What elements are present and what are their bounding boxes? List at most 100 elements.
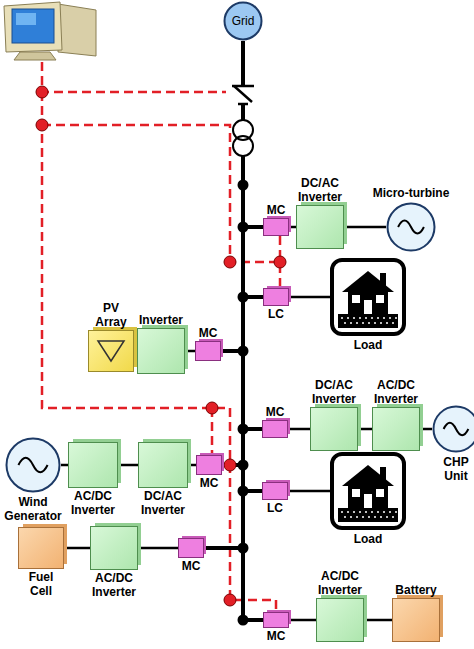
ground-dot	[395, 317, 397, 319]
ground-dot	[380, 322, 382, 324]
control-node-dot	[224, 459, 236, 471]
transformer-symbol	[233, 136, 253, 156]
house-part	[348, 485, 388, 508]
house-part	[376, 489, 384, 497]
ground-dot	[353, 511, 355, 513]
ground-dot	[344, 322, 346, 324]
load-icon: Load	[330, 452, 406, 530]
wire-connector	[289, 619, 316, 622]
ground-dot	[341, 511, 343, 513]
node-label: MC	[176, 559, 206, 573]
pv-symbol-stroke	[98, 341, 124, 361]
ground-dot	[380, 516, 382, 518]
control-node-dot	[206, 402, 218, 414]
node-label: MC	[193, 326, 223, 340]
control-node-dot	[224, 256, 236, 268]
node-label: PV Array	[91, 301, 131, 329]
ground-dot	[365, 511, 367, 513]
inverter-box: DC/AC Inverter	[296, 205, 344, 249]
control-node-dot	[224, 594, 236, 606]
house-part	[380, 467, 386, 480]
computer-icon	[12, 9, 54, 43]
sine-wave	[444, 423, 469, 435]
house-part	[348, 291, 388, 314]
node-label: DC/AC Inverter	[133, 489, 193, 517]
ground-dot	[362, 322, 364, 324]
house-part	[364, 300, 372, 314]
pv-symbol	[89, 331, 133, 371]
node-label: AC/DC Inverter	[366, 378, 426, 406]
ground-dot	[383, 317, 385, 319]
ground-dot	[368, 322, 370, 324]
house-part	[352, 295, 360, 303]
ground-dot	[344, 516, 346, 518]
controller-box: MC	[196, 455, 222, 475]
bus-junction-dot	[238, 346, 249, 357]
wire-connector	[138, 547, 178, 550]
inverter-box: AC/DC Inverter	[316, 598, 364, 642]
wire-connector	[64, 547, 90, 550]
ground-dot	[359, 511, 361, 513]
bus-junction-dot	[238, 460, 249, 471]
node-label: AC/DC Inverter	[84, 571, 144, 599]
node-label: Wind Generator	[0, 495, 68, 523]
grid-circle: Grid	[223, 1, 263, 41]
inverter-box: AC/DC Inverter	[68, 442, 118, 488]
ground-dot	[347, 317, 349, 319]
node-label: MC	[261, 203, 291, 217]
ground-dot	[350, 516, 352, 518]
node-label: AC/DC Inverter	[63, 489, 123, 517]
bus-line	[204, 546, 243, 550]
bus-junction-dot	[238, 180, 249, 191]
computer-icon	[4, 2, 96, 60]
ground-dot	[359, 317, 361, 319]
controller-box: MC	[178, 538, 204, 558]
circle-outline	[7, 439, 60, 492]
wire-connector	[288, 428, 310, 431]
bus-junction-dot	[238, 292, 249, 303]
ground-dot	[398, 516, 400, 518]
ground-dot	[392, 516, 394, 518]
ground-dot	[353, 317, 355, 319]
breaker-symbol	[234, 86, 252, 102]
wire-connector	[289, 296, 330, 299]
house-part	[342, 465, 394, 486]
bus-junction-dot	[238, 222, 249, 233]
node-label: Micro-turbine	[366, 186, 456, 200]
wire-connector	[185, 350, 195, 353]
ground-dot	[374, 322, 376, 324]
ground-dot	[365, 317, 367, 319]
ground-dot	[383, 511, 385, 513]
control-line	[211, 408, 214, 455]
sine-wave	[398, 221, 424, 234]
generator-circle: Wind Generator	[5, 437, 61, 493]
inverter-box: Inverter	[137, 328, 185, 374]
house-part	[338, 314, 398, 328]
generator-symbol	[5, 437, 61, 493]
house-part	[380, 273, 386, 286]
wire-connector	[61, 464, 68, 467]
ground-dot	[341, 317, 343, 319]
house-part	[332, 260, 404, 334]
node-label: Grid	[225, 14, 261, 28]
ground-dot	[356, 516, 358, 518]
ground-dot	[395, 511, 397, 513]
house-part	[352, 489, 360, 497]
bus-junction-dot	[238, 543, 249, 554]
generator-circle: CHP Unit	[432, 405, 474, 453]
house-part	[338, 508, 398, 522]
inverter-box: AC/DC Inverter	[90, 526, 138, 570]
node-label: MC	[260, 405, 290, 419]
node-label: DC/AC Inverter	[304, 378, 364, 406]
bus-line	[241, 104, 245, 120]
bus-line	[241, 41, 245, 86]
generator-circle: Micro-turbine	[386, 202, 436, 252]
controller-box: MC	[263, 218, 289, 236]
sine-wave	[18, 458, 47, 473]
generator-symbol	[386, 202, 436, 252]
ground-dot	[374, 516, 376, 518]
ground-dot	[386, 516, 388, 518]
node-label: Battery	[386, 583, 446, 597]
controller-box: MC	[262, 420, 288, 438]
